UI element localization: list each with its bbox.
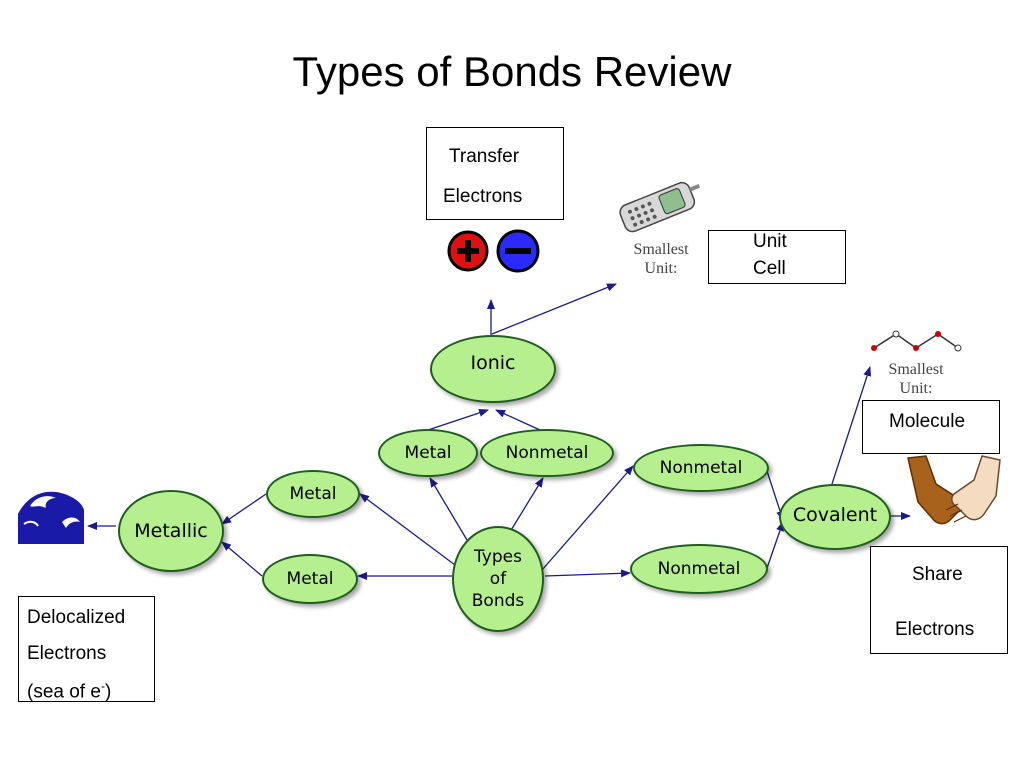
- transfer-electrons-box: Transfer Electrons: [426, 127, 564, 220]
- smallest-unit-label-molecule: Smallest Unit:: [880, 360, 952, 398]
- nonmetal-node-right-lower: Nonmetal: [630, 544, 768, 594]
- metallic-node: Metallic: [118, 490, 224, 572]
- center-label-line-2: of: [489, 569, 507, 589]
- wave-icon: [18, 491, 84, 544]
- ionic-label: Ionic: [470, 352, 516, 374]
- smallest-unit-2-line-1: Smallest: [888, 361, 944, 378]
- metal-left-lower-label: Metal: [286, 569, 334, 589]
- page-title: Types of Bonds Review: [292, 48, 732, 95]
- minus-ion-icon: [496, 229, 540, 273]
- share-line-2: Electrons: [895, 619, 975, 640]
- delocalized-line-3: (sea of e-): [27, 679, 111, 703]
- molecule-label: Molecule: [889, 411, 966, 432]
- smallest-unit-2-line-2: Unit:: [899, 380, 933, 397]
- smallest-unit-label-phone: Smallest Unit:: [626, 240, 696, 278]
- unit-cell-box: Unit Cell: [708, 230, 846, 284]
- nonmetal-node-right-upper: Nonmetal: [633, 444, 769, 492]
- arrow-metal-lower-to-metallic: [221, 541, 263, 577]
- center-label-line-1: Types: [474, 547, 522, 567]
- share-electrons-box: Share Electrons: [870, 546, 1008, 654]
- arrow-nonmetal-to-ionic: [495, 409, 541, 431]
- plus-ion-icon: [447, 230, 489, 272]
- delocalized-electrons-box: Delocalized Electrons (sea of e-): [18, 596, 155, 702]
- delocalized-line-2: Electrons: [27, 643, 107, 664]
- center-label-line-3: Bonds: [471, 591, 525, 611]
- covalent-label: Covalent: [792, 504, 878, 526]
- superscript-minus: -: [100, 679, 105, 693]
- smallest-unit-1-line-2: Unit:: [644, 260, 678, 277]
- metal-top-label: Metal: [404, 443, 452, 463]
- sea-of-e-text: (sea of e: [27, 681, 101, 703]
- unit-cell-line-1: Unit: [753, 231, 787, 252]
- cell-phone-icon: [619, 181, 701, 233]
- transfer-line-2: Electrons: [443, 186, 523, 207]
- metal-node-top: Metal: [378, 429, 478, 477]
- arrow-ionic-to-smallest-unit: [491, 283, 617, 335]
- unit-cell-line-2: Cell: [753, 258, 786, 279]
- handshake-icon: [907, 455, 1001, 525]
- share-line-1: Share: [912, 564, 963, 585]
- chain-molecule-icon: [871, 330, 962, 352]
- types-of-bonds-node: Types of Bonds: [452, 526, 544, 632]
- arrow-center-to-metal-top: [429, 477, 471, 546]
- nonmetal-top-label: Nonmetal: [505, 443, 589, 463]
- arrow-center-to-nonmetal-lower: [544, 569, 631, 578]
- arrow-covalent-to-smallest-unit: [831, 366, 872, 485]
- transfer-line-1: Transfer: [449, 146, 520, 167]
- arrow-metal-upper-to-metallic: [221, 493, 267, 525]
- nonmetal-right-lower-label: Nonmetal: [657, 559, 741, 579]
- arrow-center-to-metal-upper: [359, 493, 456, 566]
- arrow-center-to-nonmetal-upper: [541, 465, 634, 571]
- metal-node-left-lower: Metal: [262, 554, 358, 604]
- metallic-label: Metallic: [134, 520, 208, 542]
- ionic-node: Ionic: [430, 335, 556, 403]
- metal-node-left-upper: Metal: [266, 470, 360, 518]
- delocalized-line-1: Delocalized: [27, 607, 126, 628]
- covalent-node: Covalent: [779, 484, 891, 550]
- arrow-nonmetal-lower-to-covalent: [766, 521, 784, 569]
- smallest-unit-1-line-1: Smallest: [633, 241, 689, 258]
- metal-left-upper-label: Metal: [289, 484, 337, 504]
- nonmetal-node-top: Nonmetal: [480, 429, 614, 477]
- molecule-box: Molecule: [862, 400, 1000, 454]
- nonmetal-right-upper-label: Nonmetal: [659, 458, 743, 478]
- closing-paren: ): [104, 681, 112, 703]
